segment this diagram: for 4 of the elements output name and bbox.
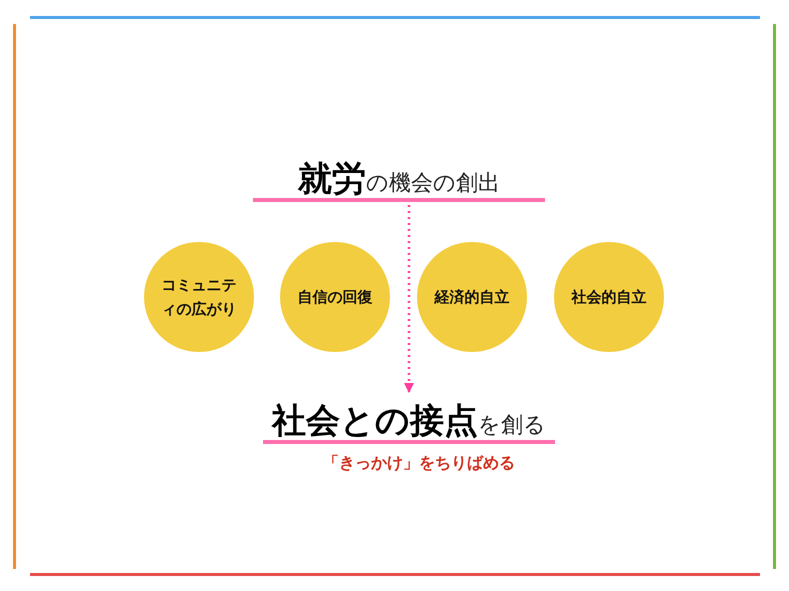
- heading-text: 就労の機会の創出: [253, 152, 545, 202]
- arrow: [404, 205, 414, 393]
- heading-text: 社会との接点を創る: [263, 393, 555, 444]
- sub-caption: 「きっかけ」をちりばめる: [322, 452, 516, 474]
